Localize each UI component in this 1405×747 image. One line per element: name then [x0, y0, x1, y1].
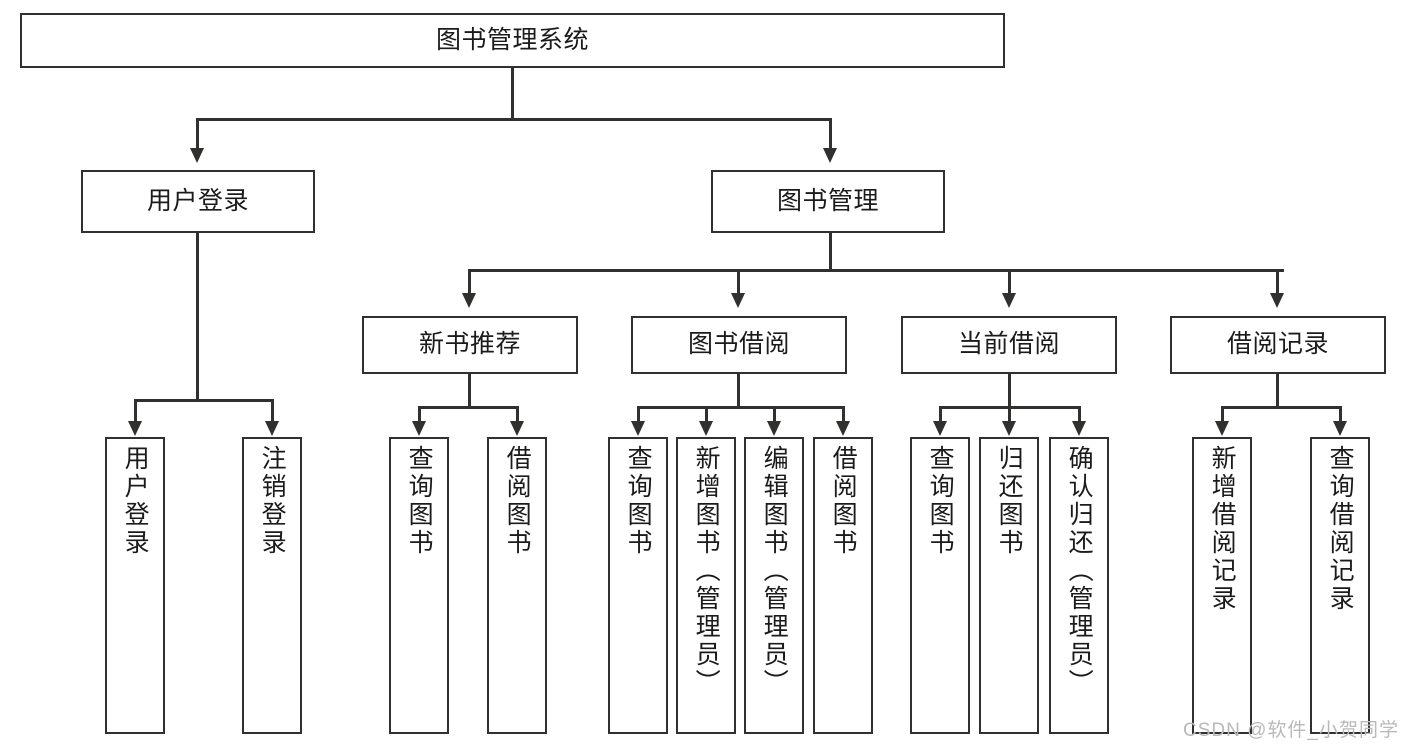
node-label: 新增借阅记录	[1208, 445, 1237, 613]
arrowhead-nb-to-leaf-2	[510, 421, 524, 436]
connector-current-borrow-stem	[1008, 374, 1011, 408]
connector-borrow-record-stem	[1276, 374, 1279, 408]
arrowhead-bb-to-leaf-3	[767, 421, 781, 436]
connector-user-login-stem	[196, 233, 199, 401]
arrowhead-nb-to-leaf-1	[412, 421, 426, 436]
arrowhead-br-to-leaf-1	[1215, 421, 1229, 436]
node-label: 新书推荐	[418, 330, 521, 359]
connector-new-book-bus	[418, 406, 518, 409]
connector-bm-to-book-borrow	[737, 269, 740, 295]
node-label: 用户登录	[146, 186, 249, 215]
connector-root-to-book-management	[829, 118, 832, 150]
leaf-book-borrow-borrow-book[interactable]: 借阅图书	[813, 437, 873, 734]
arrowhead-cb-to-leaf-2	[1002, 421, 1016, 436]
node-root-book-management-system[interactable]: 图书管理系统	[20, 13, 1005, 68]
node-label: 查询借阅记录	[1326, 445, 1355, 613]
node-label: 归还图书	[995, 445, 1024, 557]
leaf-current-borrow-query-book[interactable]: 查询图书	[910, 437, 970, 734]
connector-cb-to-leaf-1	[939, 406, 942, 423]
leaf-book-borrow-add-book-admin[interactable]: 新增图书（管理员）	[676, 437, 736, 734]
arrowhead-bm-to-new-book	[462, 293, 476, 308]
connector-root-bus	[196, 118, 832, 121]
leaf-user-login-login[interactable]: 用户登录	[105, 437, 165, 734]
arrowhead-cb-to-leaf-1	[933, 421, 947, 436]
connector-bb-to-leaf-1	[637, 406, 640, 423]
connector-bb-to-leaf-4	[842, 406, 845, 423]
connector-nb-to-leaf-1	[418, 406, 421, 423]
connector-book-borrow-bus	[637, 406, 843, 409]
connector-bb-to-leaf-2	[705, 406, 708, 423]
node-label: 编辑图书（管理员）	[760, 445, 789, 697]
leaf-borrow-record-add-record[interactable]: 新增借阅记录	[1192, 437, 1252, 734]
node-label: 当前借阅	[957, 330, 1060, 359]
node-label: 查询图书	[926, 445, 955, 557]
node-label: 借阅图书	[829, 445, 858, 557]
node-label: 确认归还（管理员）	[1065, 445, 1094, 697]
connector-book-management-stem	[829, 233, 832, 271]
leaf-current-borrow-confirm-return-admin[interactable]: 确认归还（管理员）	[1049, 437, 1109, 734]
arrowhead-bm-to-current-borrow	[1002, 293, 1016, 308]
connector-root-stem	[511, 68, 514, 119]
leaf-book-borrow-edit-book-admin[interactable]: 编辑图书（管理员）	[744, 437, 804, 734]
leaf-user-login-logout[interactable]: 注销登录	[242, 437, 302, 734]
leaf-book-borrow-query-book[interactable]: 查询图书	[608, 437, 668, 734]
connector-book-borrow-stem	[737, 374, 740, 408]
node-new-book-recommend[interactable]: 新书推荐	[362, 316, 578, 374]
connector-new-book-stem	[468, 374, 471, 408]
leaf-borrow-record-query-record[interactable]: 查询借阅记录	[1310, 437, 1370, 734]
node-label: 查询图书	[405, 445, 434, 557]
arrowhead-bm-to-borrow-record	[1270, 293, 1284, 308]
node-label: 查询图书	[624, 445, 653, 557]
arrowhead-bm-to-book-borrow	[731, 293, 745, 308]
connector-user-login-to-leaf-2	[271, 399, 274, 423]
arrowhead-user-login-to-leaf-2	[265, 421, 279, 436]
node-label: 借阅图书	[503, 445, 532, 557]
node-book-management[interactable]: 图书管理	[711, 170, 945, 233]
leaf-current-borrow-return-book[interactable]: 归还图书	[979, 437, 1039, 734]
node-book-borrow[interactable]: 图书借阅	[631, 316, 847, 374]
connector-book-management-bus	[468, 269, 1284, 272]
connector-user-login-to-leaf-1	[134, 399, 137, 423]
connector-user-login-bus	[134, 399, 272, 402]
connector-borrow-record-bus	[1221, 406, 1340, 409]
node-borrow-record[interactable]: 借阅记录	[1170, 316, 1386, 374]
node-label: 用户登录	[121, 445, 150, 557]
connector-nb-to-leaf-2	[516, 406, 519, 423]
arrowhead-root-to-user-login	[190, 148, 204, 163]
connector-cb-to-leaf-3	[1078, 406, 1081, 423]
arrowhead-bb-to-leaf-2	[699, 421, 713, 436]
connector-bm-to-current-borrow	[1008, 269, 1011, 295]
node-user-login[interactable]: 用户登录	[81, 170, 315, 233]
arrowhead-bb-to-leaf-4	[836, 421, 850, 436]
node-label: 图书借阅	[687, 330, 790, 359]
node-label: 图书管理系统	[435, 25, 589, 54]
csdn-watermark: CSDN @软件_小贺同学	[1183, 720, 1399, 741]
arrowhead-user-login-to-leaf-1	[128, 421, 142, 436]
arrowhead-root-to-book-management	[823, 148, 837, 163]
leaf-new-book-query-book[interactable]: 查询图书	[389, 437, 449, 734]
connector-cb-to-leaf-2	[1008, 406, 1011, 423]
arrowhead-cb-to-leaf-3	[1072, 421, 1086, 436]
node-current-borrow[interactable]: 当前借阅	[901, 316, 1117, 374]
node-label: 注销登录	[258, 445, 287, 557]
arrowhead-bb-to-leaf-1	[631, 421, 645, 436]
connector-bb-to-leaf-3	[773, 406, 776, 423]
leaf-new-book-borrow-book[interactable]: 借阅图书	[487, 437, 547, 734]
connector-br-to-leaf-1	[1221, 406, 1224, 423]
connector-root-to-user-login	[196, 118, 199, 150]
node-label: 图书管理	[776, 186, 879, 215]
node-label: 新增图书（管理员）	[692, 445, 721, 697]
arrowhead-br-to-leaf-2	[1333, 421, 1347, 436]
connector-bm-to-new-book	[468, 269, 471, 295]
connector-bm-to-borrow-record	[1276, 269, 1279, 295]
node-label: 借阅记录	[1226, 330, 1329, 359]
connector-br-to-leaf-2	[1339, 406, 1342, 423]
